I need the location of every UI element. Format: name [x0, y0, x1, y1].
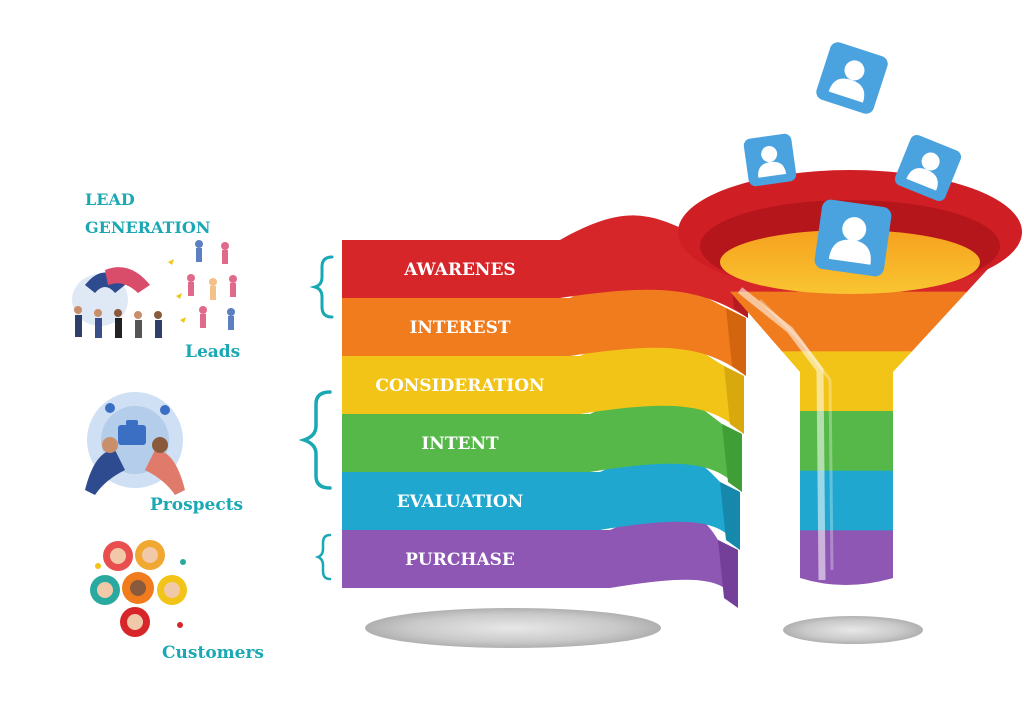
- brace-leads: [309, 255, 334, 319]
- stage-label: INTEREST: [409, 318, 510, 338]
- title-line-1: LEAD: [85, 190, 135, 209]
- brace-customers: [314, 533, 332, 581]
- stage-label: INTENT: [421, 434, 499, 454]
- stage-band: INTENT: [342, 393, 742, 492]
- ribbon-shadow: [365, 608, 661, 648]
- stage-band-fold: [722, 424, 742, 492]
- stage-band-fold: [726, 308, 746, 376]
- leads-people-icons: [168, 240, 237, 330]
- stage-band-shape: [342, 511, 738, 608]
- user-icon: [816, 42, 888, 114]
- stage-band-shape: [342, 215, 748, 318]
- stage-band: CONSIDERATION: [342, 334, 744, 434]
- prospects-label: Prospects: [150, 495, 244, 515]
- customers-illustration: [90, 540, 187, 637]
- stage-label: PURCHASE: [405, 550, 515, 570]
- stage-label: AWARENES: [403, 260, 515, 280]
- stage-label: CONSIDERATION: [375, 376, 544, 396]
- user-icon: [743, 133, 797, 187]
- prospects-illustration: [85, 392, 185, 495]
- stage-ribbons: PURCHASE EVALUATION INTENT CONSIDERATION INT…: [342, 215, 748, 608]
- stage-band-fold: [720, 482, 740, 550]
- stage-band-shape: [342, 274, 746, 376]
- leads-illustration: [72, 240, 237, 338]
- user-icon: [814, 199, 892, 277]
- leads-label: Leads: [185, 342, 241, 362]
- customers-label: Customers: [162, 643, 264, 663]
- stage-band: EVALUATION: [342, 452, 740, 550]
- stage-band: PURCHASE: [342, 511, 738, 608]
- brace-prospects: [298, 390, 332, 490]
- stage-band-shape: [342, 452, 740, 550]
- title-line-2: GENERATION: [85, 218, 211, 237]
- stage-band-shape: [342, 334, 744, 434]
- stage-band-fold: [724, 366, 744, 434]
- stage-label: EVALUATION: [397, 492, 524, 512]
- user-icon: [894, 134, 962, 202]
- stage-band-shape: [342, 393, 742, 492]
- stage-band: INTEREST: [342, 274, 746, 376]
- stage-band-fold: [718, 540, 738, 608]
- funnel-shadow: [783, 616, 923, 644]
